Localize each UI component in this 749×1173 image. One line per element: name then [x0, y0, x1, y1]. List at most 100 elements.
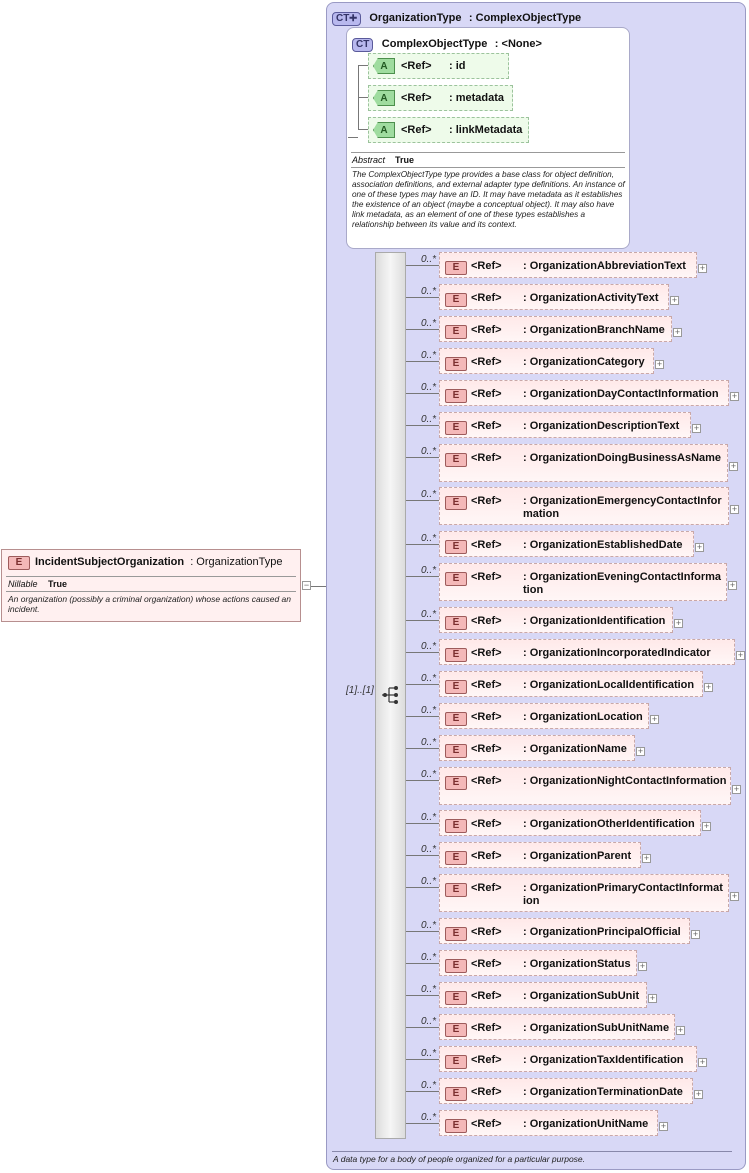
attribute-metadata[interactable]: A <Ref> : metadata	[368, 85, 513, 111]
expand-icon[interactable]: +	[673, 327, 682, 337]
expand-icon[interactable]: +	[704, 682, 713, 692]
element-badge-icon: E	[445, 991, 467, 1005]
element-badge-icon: E	[445, 293, 467, 307]
element-organizationsubunit[interactable]: E<Ref>: OrganizationSubUnit	[439, 982, 647, 1008]
element-ref: <Ref>	[471, 926, 502, 938]
element-organizationemergencycontactinformation[interactable]: E<Ref>: OrganizationEmergencyContactInfo…	[439, 487, 729, 525]
element-organizationprincipalofficial[interactable]: E<Ref>: OrganizationPrincipalOfficial	[439, 918, 690, 944]
element-cardinality: 0..*	[421, 952, 437, 963]
element-ref: <Ref>	[471, 850, 502, 862]
main-element-title: IncidentSubjectOrganization : Organizati…	[35, 556, 283, 568]
element-organizationdescriptiontext[interactable]: E<Ref>: OrganizationDescriptionText	[439, 412, 691, 438]
connector-line	[406, 716, 439, 717]
main-element-box[interactable]: E IncidentSubjectOrganization : Organiza…	[1, 549, 301, 622]
expand-icon[interactable]: +	[648, 993, 657, 1003]
element-organizationeveningcontactinformation[interactable]: E<Ref>: OrganizationEveningContactInform…	[439, 563, 727, 601]
element-badge-icon: E	[445, 496, 467, 510]
element-organizationsubunitname[interactable]: E<Ref>: OrganizationSubUnitName	[439, 1014, 675, 1040]
expand-icon[interactable]: +	[698, 1057, 707, 1067]
element-organizationlocation[interactable]: E<Ref>: OrganizationLocation	[439, 703, 649, 729]
element-organizationlocalidentification[interactable]: E <Ref> : OrganizationLocalIdentification	[439, 671, 703, 697]
element-name: : OrganizationPrimaryContactInformation	[523, 882, 723, 907]
expand-icon[interactable]: +	[676, 1025, 685, 1035]
element-organizationdaycontactinformation[interactable]: E<Ref>: OrganizationDayContactInformatio…	[439, 380, 729, 406]
element-name: : OrganizationUnitName	[523, 1118, 649, 1130]
element-organizationparent[interactable]: E<Ref>: OrganizationParent	[439, 842, 641, 868]
expand-icon[interactable]: +	[670, 295, 679, 305]
connector-line	[406, 780, 439, 781]
element-organizationotheridentification[interactable]: E<Ref>: OrganizationOtherIdentification	[439, 810, 701, 836]
element-name: : OrganizationLocalIdentification	[523, 679, 695, 691]
element-badge-icon: E	[445, 1055, 467, 1069]
connector-line	[358, 97, 368, 98]
expand-icon[interactable]: +	[729, 461, 738, 471]
connector-line	[406, 1059, 439, 1060]
element-organizationincorporatedindicator[interactable]: E<Ref>: OrganizationIncorporatedIndicato…	[439, 639, 735, 665]
element-name: : OrganizationName	[523, 743, 627, 755]
element-name: : OrganizationPrincipalOfficial	[523, 926, 681, 938]
element-organizationactivitytext[interactable]: E<Ref>: OrganizationActivityText	[439, 284, 669, 310]
element-ref: <Ref>	[471, 775, 502, 787]
expand-icon[interactable]: +	[655, 359, 664, 369]
expand-icon[interactable]: +	[650, 714, 659, 724]
attribute-id[interactable]: A <Ref> : id	[368, 53, 509, 79]
expand-icon[interactable]: +	[642, 853, 651, 863]
element-name: : OrganizationDoingBusinessAsName	[523, 452, 722, 464]
element-cardinality: 0..*	[421, 984, 437, 995]
expand-icon[interactable]: +	[659, 1121, 668, 1131]
expand-icon[interactable]: +	[691, 929, 700, 939]
element-organizationname[interactable]: E <Ref> : OrganizationName	[439, 735, 635, 761]
collapse-icon[interactable]: −	[302, 580, 311, 590]
base-type-badge-icon: CT	[352, 38, 374, 52]
element-organizationnightcontactinformation[interactable]: E<Ref>: OrganizationNightContactInformat…	[439, 767, 731, 805]
element-name: : OrganizationEmergencyContactInformatio…	[523, 495, 722, 520]
element-badge-icon: E	[445, 389, 467, 403]
base-type-base: : <None>	[494, 38, 542, 50]
expand-icon[interactable]: +	[692, 423, 701, 433]
element-name: : OrganizationIdentification	[523, 615, 666, 627]
element-organizationbranchname[interactable]: E<Ref>: OrganizationBranchName	[439, 316, 672, 342]
element-ref: <Ref>	[471, 679, 502, 691]
expand-icon[interactable]: +	[730, 391, 739, 401]
element-badge-icon: E	[445, 1087, 467, 1101]
main-element-description: An organization (possibly a criminal org…	[8, 594, 292, 614]
attribute-name: : linkMetadata	[449, 124, 523, 136]
element-organizationcategory[interactable]: E<Ref>: OrganizationCategory	[439, 348, 654, 374]
expand-icon[interactable]: +	[694, 1089, 703, 1099]
element-organizationestablisheddate[interactable]: E<Ref>: OrganizationEstablishedDate	[439, 531, 694, 557]
connector-line	[406, 544, 439, 545]
element-organizationunitname[interactable]: E<Ref>: OrganizationUnitName	[439, 1110, 658, 1136]
expand-icon[interactable]: +	[736, 650, 745, 660]
element-badge-icon: E	[445, 357, 467, 371]
element-badge-icon: E	[445, 325, 467, 339]
element-organizationstatus[interactable]: E<Ref>: OrganizationStatus	[439, 950, 637, 976]
element-organizationprimarycontactinformation[interactable]: E<Ref>: OrganizationPrimaryContactInform…	[439, 874, 729, 912]
expand-icon[interactable]: +	[638, 961, 647, 971]
expand-icon[interactable]: +	[730, 504, 739, 514]
expand-icon[interactable]: +	[732, 784, 741, 794]
connector-line	[406, 963, 439, 964]
element-name: : OrganizationLocation	[523, 711, 643, 723]
element-ref: <Ref>	[471, 1054, 502, 1066]
element-cardinality: 0..*	[421, 489, 437, 500]
element-organizationabbreviationtext[interactable]: E<Ref>: OrganizationAbbreviationText	[439, 252, 697, 278]
element-organizationidentification[interactable]: E<Ref>: OrganizationIdentification	[439, 607, 673, 633]
element-badge-icon: E	[445, 680, 467, 694]
expand-icon[interactable]: +	[674, 618, 683, 628]
expand-icon[interactable]: +	[636, 746, 645, 756]
expand-icon[interactable]: +	[698, 263, 707, 273]
element-organizationterminationdate[interactable]: E<Ref>: OrganizationTerminationDate	[439, 1078, 693, 1104]
expand-icon[interactable]: +	[730, 891, 739, 901]
element-ref: <Ref>	[471, 743, 502, 755]
element-cardinality: 0..*	[421, 673, 437, 684]
element-badge-icon: E	[445, 744, 467, 758]
expand-icon[interactable]: +	[695, 542, 704, 552]
expand-icon[interactable]: +	[702, 821, 711, 831]
connector-line	[406, 500, 439, 501]
element-cardinality: 0..*	[421, 382, 437, 393]
element-name: : OrganizationAbbreviationText	[523, 260, 686, 272]
attribute-linkmetadata[interactable]: A <Ref> : linkMetadata	[368, 117, 529, 143]
element-organizationdoingbusinessasname[interactable]: E<Ref>: OrganizationDoingBusinessAsName	[439, 444, 728, 482]
expand-icon[interactable]: +	[728, 580, 737, 590]
element-organizationtaxidentification[interactable]: E<Ref>: OrganizationTaxIdentification	[439, 1046, 697, 1072]
